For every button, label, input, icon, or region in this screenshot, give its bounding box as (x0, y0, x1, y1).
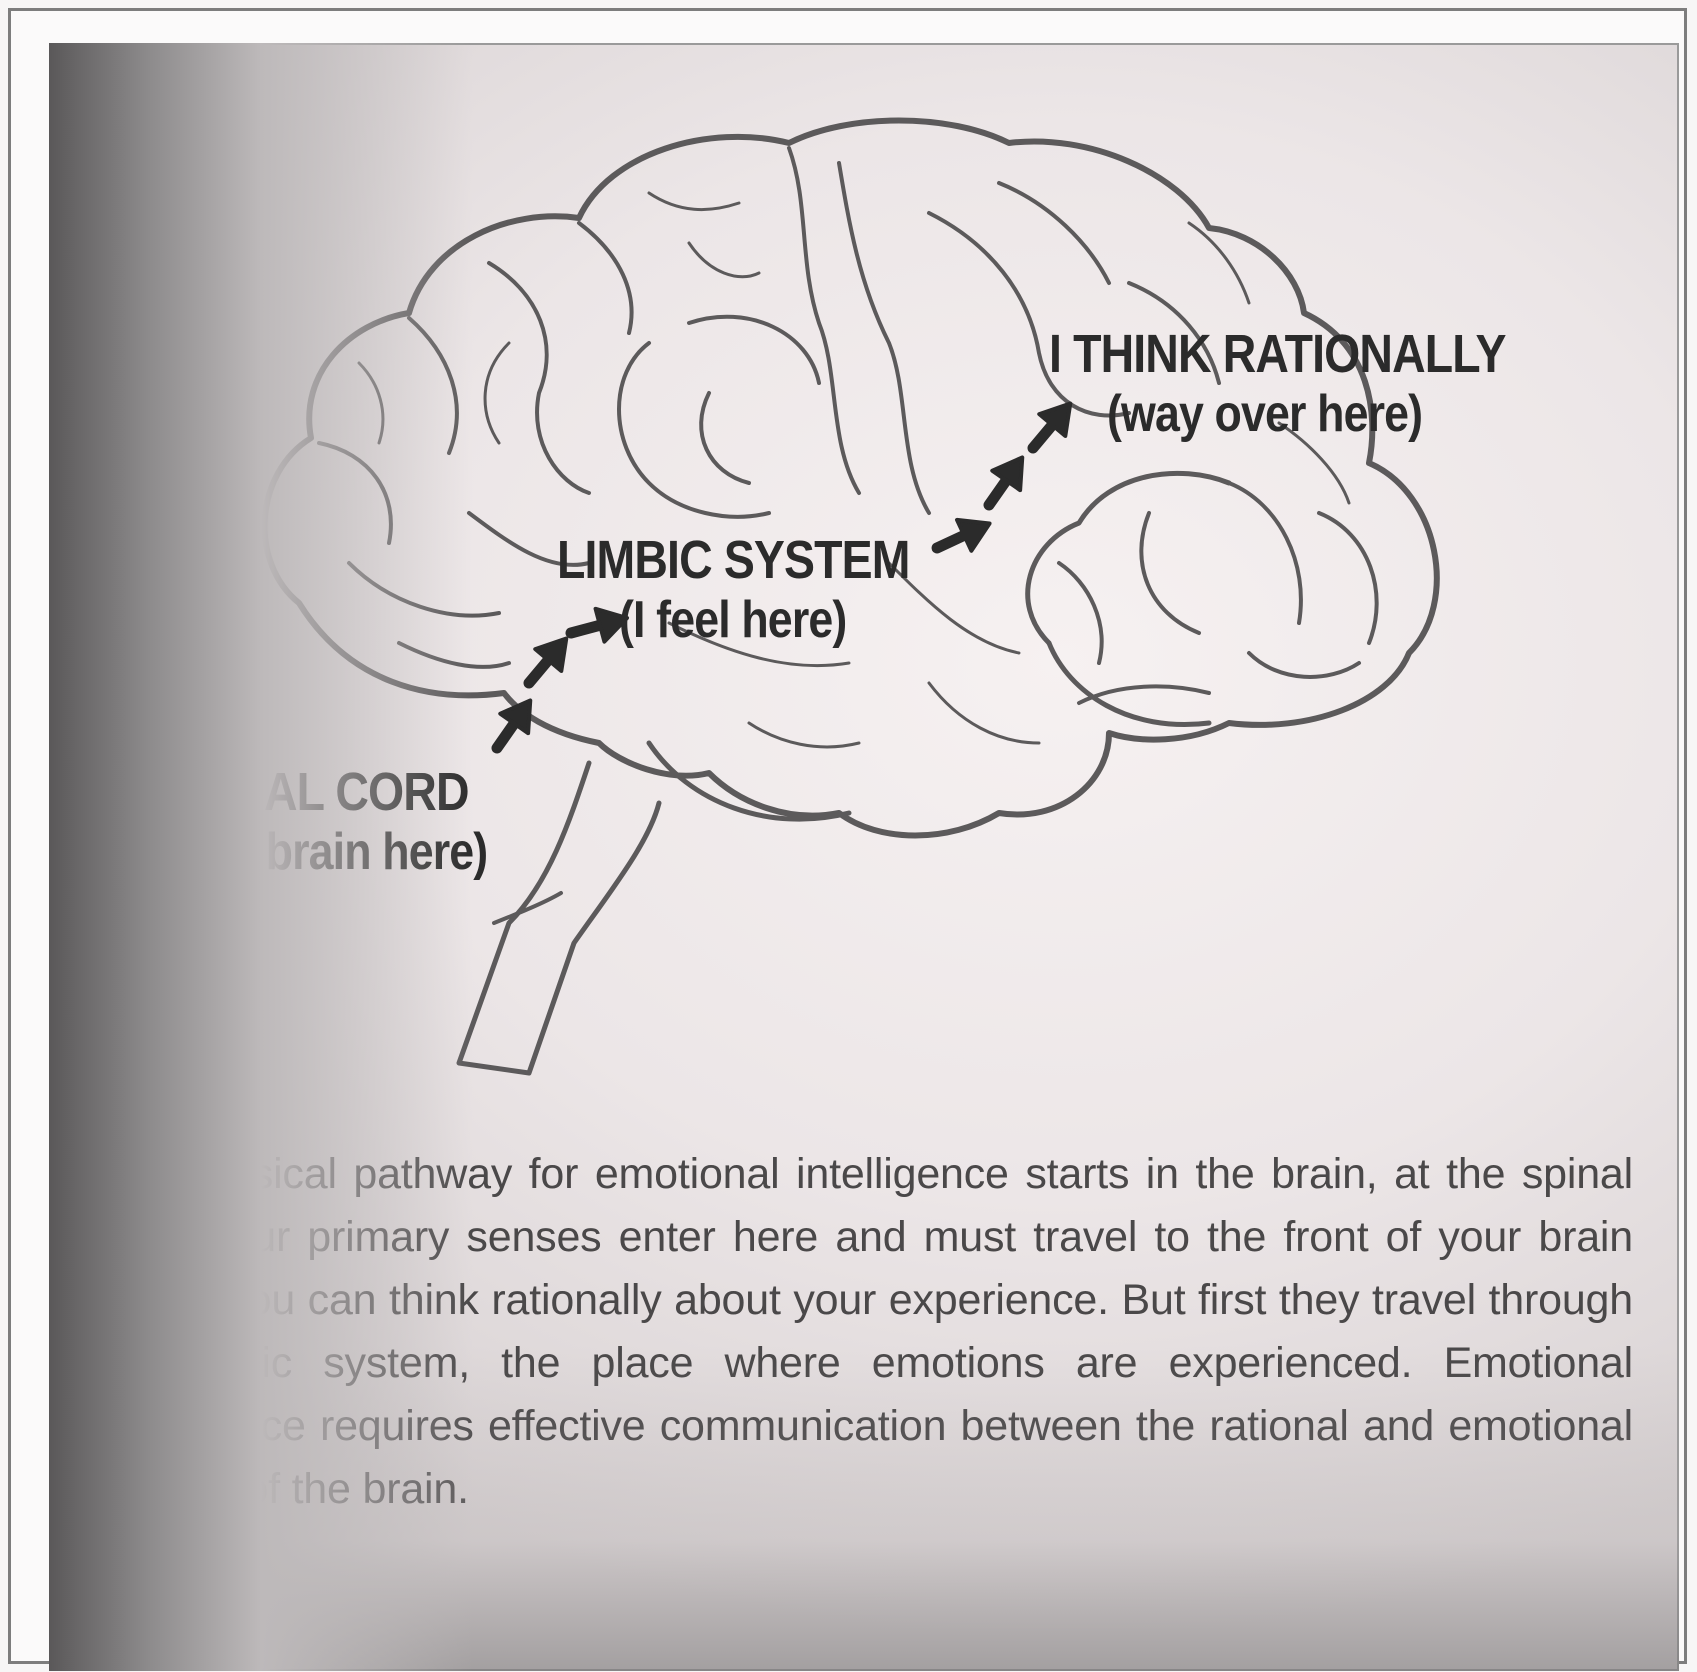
spinal-cord-subtitle: (enters brain here) (111, 821, 487, 883)
rational-thinking-title: I THINK RATIONALLY (1049, 325, 1506, 383)
limbic-system-subtitle: (I feel here) (619, 589, 918, 651)
limbic-system-title: LIMBIC SYSTEM (557, 531, 910, 589)
page-frame: SPINAL CORD (enters brain here) LIMBIC S… (8, 8, 1687, 1664)
spinal-cord-label: SPINAL CORD (enters brain here) (111, 763, 549, 883)
rational-thinking-subtitle: (way over here) (1107, 383, 1514, 445)
arrow-icon (975, 448, 1036, 515)
rational-thinking-label: I THINK RATIONALLY (way over here) (1049, 325, 1580, 445)
limbic-system-label: LIMBIC SYSTEM (I feel here) (557, 531, 967, 651)
spinal-cord-title: SPINAL CORD (159, 763, 494, 821)
book-page-photo: SPINAL CORD (enters brain here) LIMBIC S… (49, 43, 1679, 1671)
cerebellum (649, 743, 849, 819)
figure-caption: The physical pathway for emotional intel… (93, 1143, 1633, 1521)
